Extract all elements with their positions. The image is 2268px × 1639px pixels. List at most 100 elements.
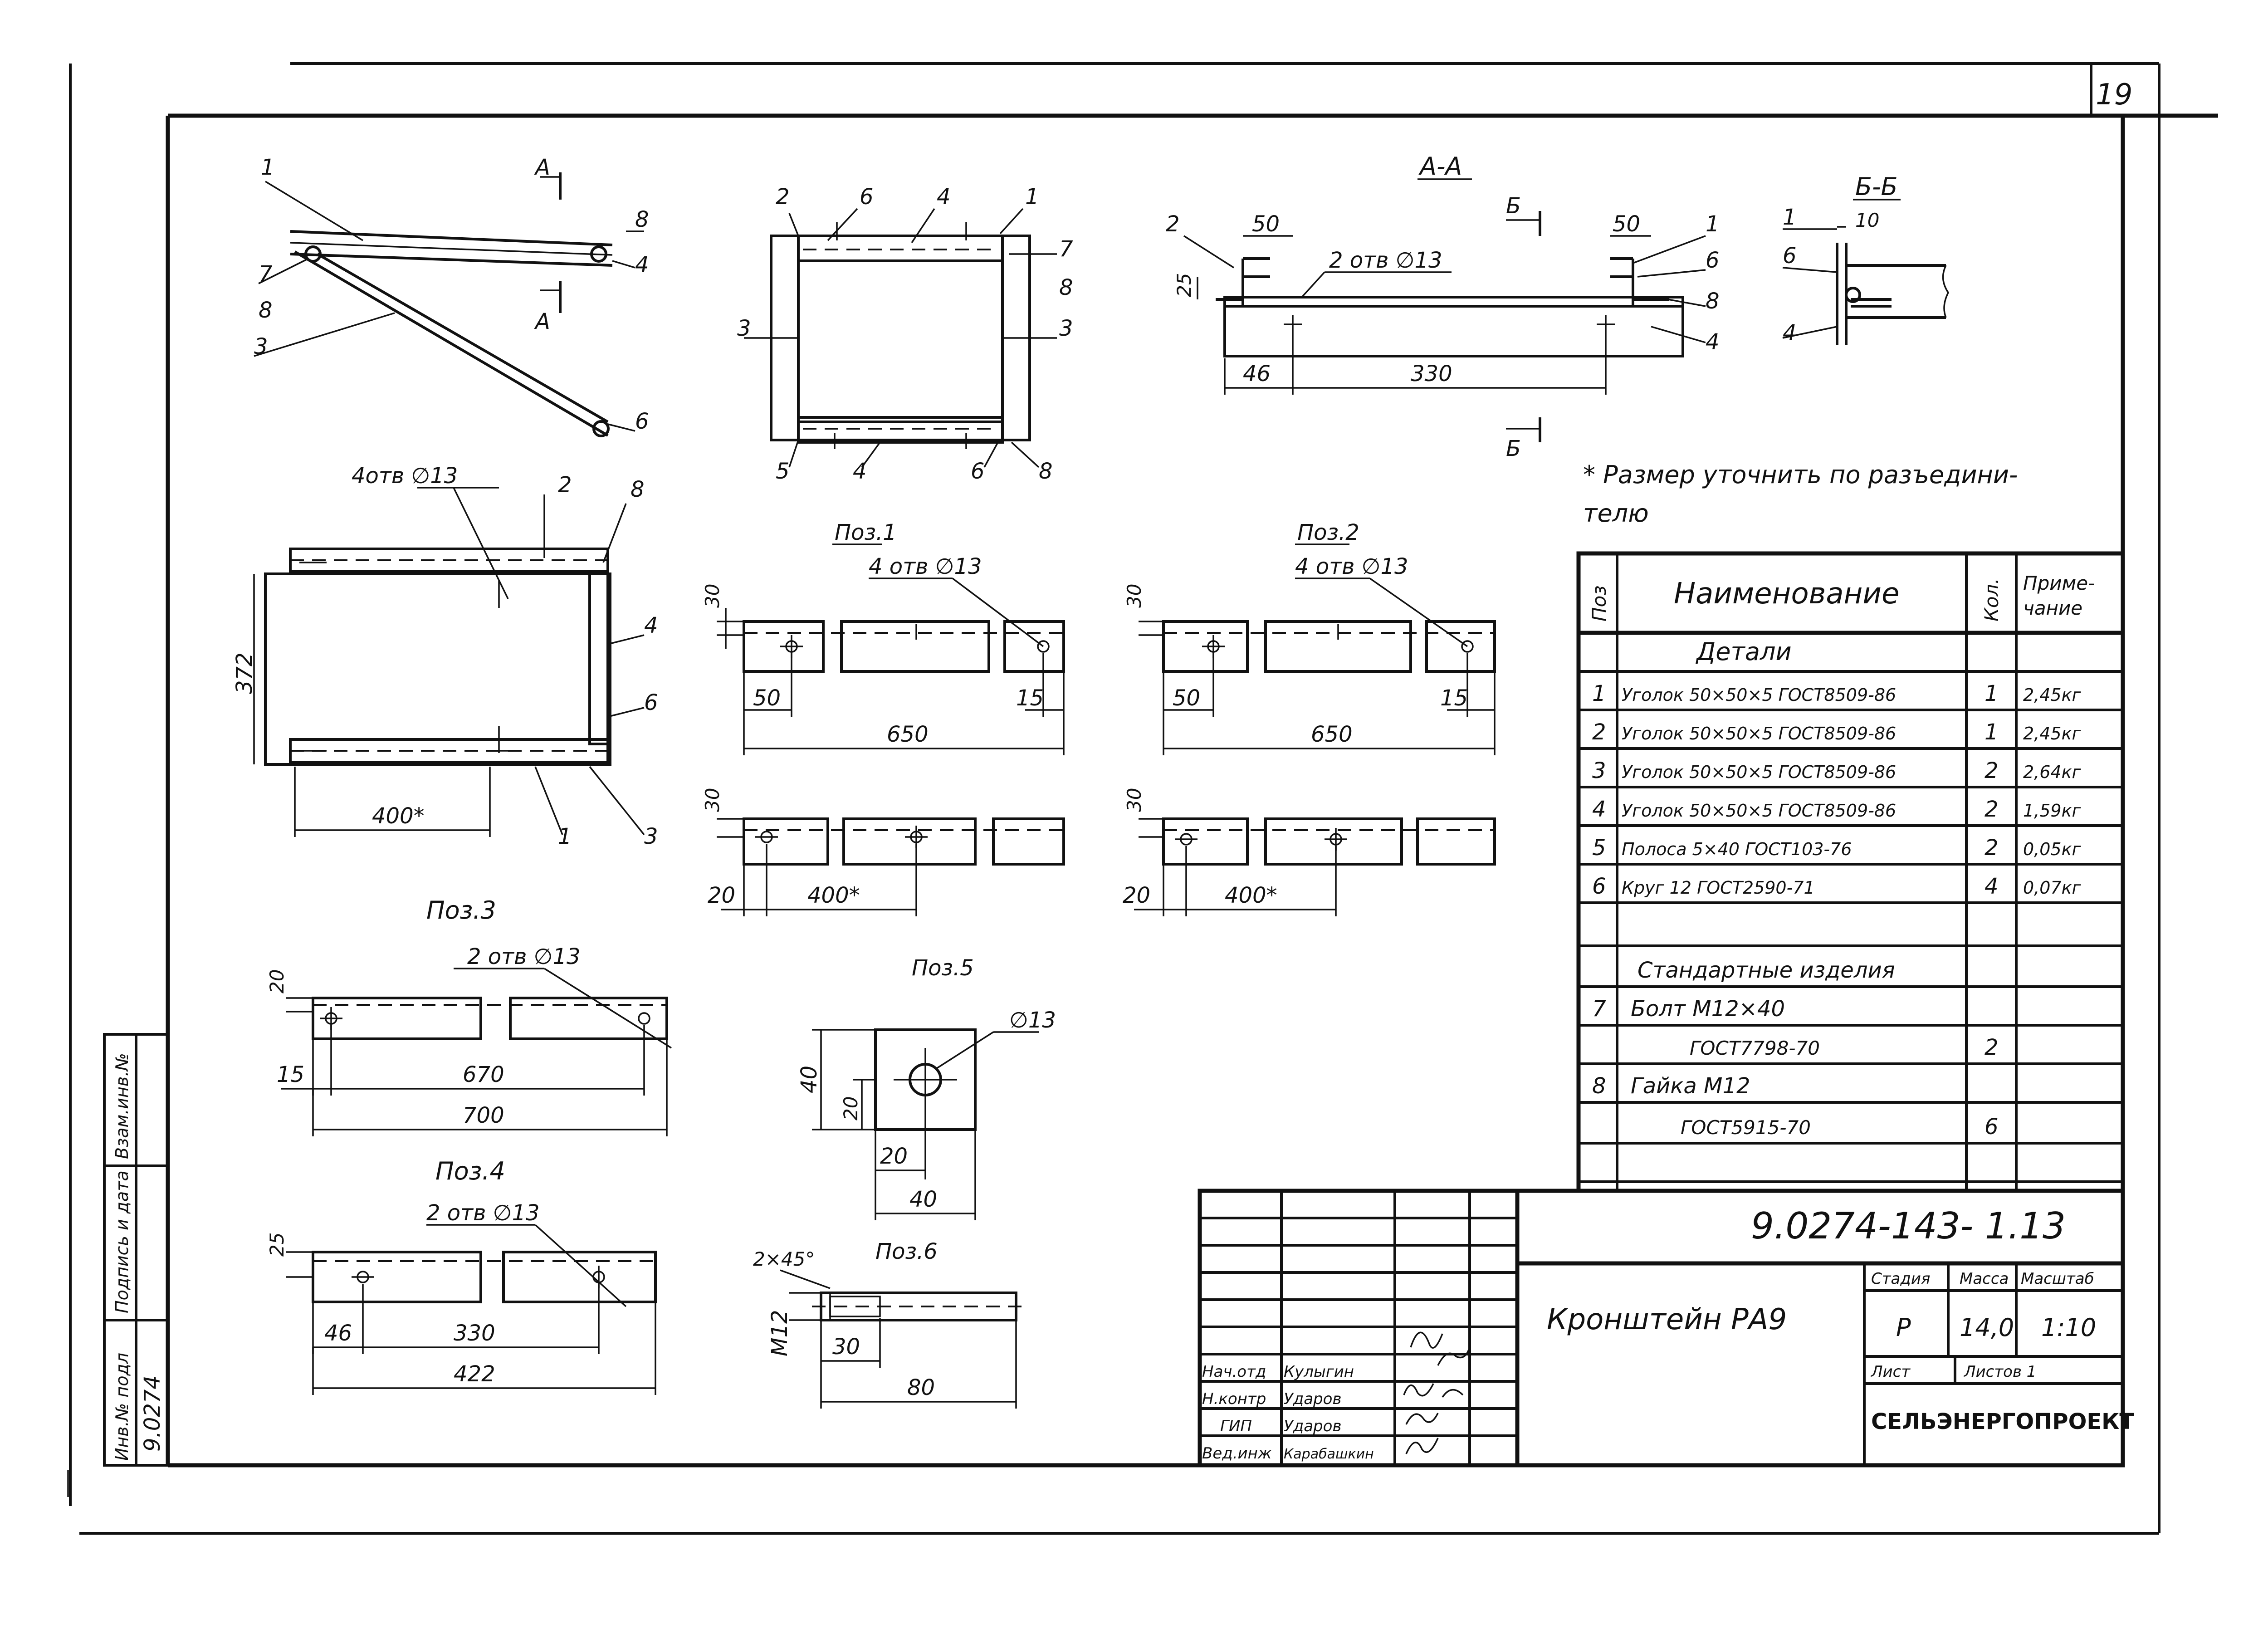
signer-4-role: Вед.инж [1202,1444,1272,1463]
callout-bb-1: 1 [1783,205,1797,230]
spec-row3-name: Уголок 50×50×5 ГОСТ8509-86 [1622,762,1896,782]
spec-row6-name: Круг 12 ГОСТ2590-71 [1622,878,1815,898]
pos5-dim-20h: 20 [880,1144,908,1169]
pos1-holes: 4 отв ∅13 [869,554,982,579]
spec-row3-qty: 2 [1984,758,1999,783]
pos5-title: Поз.5 [912,955,974,981]
spec-row6-qty: 4 [1984,874,1999,899]
pos4-holes: 2 отв ∅13 [426,1200,540,1226]
callout-aa-4: 4 [1706,329,1720,355]
mass-label: Масса [1960,1270,2009,1288]
dim-aa-50b: 50 [1613,211,1640,237]
pos4-dim-46: 46 [324,1321,352,1346]
view-section-bb: Б-Б 10 1 6 4 [1782,172,1950,346]
callout-6: 6 [635,409,649,434]
callout-plan-1: 1 [558,824,572,849]
spec-row4-name: Уголок 50×50×5 ГОСТ8509-86 [1622,801,1896,821]
spec-row1-note: 2,45кг [2023,685,2082,705]
spec-header-qty: Кол. [1980,578,2003,621]
pos2-dim-50: 50 [1173,685,1200,711]
pos2-dim-400: 400* [1225,883,1277,908]
pos4-title: Поз.4 [435,1157,505,1185]
signer-1-name: Кулыгин [1284,1363,1354,1381]
stage-value: Р [1896,1313,1911,1342]
spec-section-parts: Детали [1696,637,1792,666]
spec-row4-qty: 2 [1984,797,1999,822]
pos2-dim-30b: 30 [1123,788,1145,812]
scale-label: Масштаб [2021,1270,2094,1288]
spec-section-std: Стандартные изделия [1637,958,1895,983]
callout-plan-6: 6 [644,690,658,715]
pos6-chamfer: 2×45° [753,1248,815,1270]
spec-table: Поз Наименование Кол. Приме- чание Детал… [1576,551,2125,1193]
spec-row1-qty: 1 [1984,681,1999,706]
pos2-dim-20: 20 [1123,883,1150,908]
pos2-holes: 4 отв ∅13 [1295,554,1408,579]
spec-row5-name: Полоса 5×40 ГОСТ103-76 [1622,839,1852,859]
signer-2-role: Н.контр [1202,1390,1266,1408]
detail-pos4: Поз.4 25 2 отв ∅13 46 330 422 [266,1157,657,1395]
callout-plan-4: 4 [644,613,658,638]
spec-std3-pos: 8 [1592,1073,1606,1099]
spec-std4-qty: 6 [1984,1114,1999,1140]
pos2-dim-15: 15 [1440,685,1468,711]
callout-front-7: 7 [1059,236,1073,262]
spec-header-note-2: чание [2023,597,2082,619]
footnote: * Размер уточнить по разъедини- телю [1583,460,2018,528]
callout-bb-6: 6 [1783,243,1797,269]
callout-front-6: 6 [860,184,874,210]
pos2-dim-650: 650 [1311,722,1353,747]
callout-front-1: 1 [1025,184,1039,210]
spec-std2-qty: 2 [1984,1035,1999,1060]
pos6-dim-30: 30 [832,1334,860,1360]
signer-3-name: Ударов [1284,1417,1341,1435]
scale-value: 1:10 [2041,1313,2096,1342]
detail-pos3: Поз.3 20 2 отв ∅13 15 670 700 [266,896,672,1136]
dim-bb-10: 10 [1855,209,1879,231]
title-block: Нач.отд Кулыгин Н.контр Ударов ГИП Ударо… [1198,1189,2134,1468]
signer-2-name: Ударов [1284,1390,1341,1408]
signer-3-role: ГИП [1220,1417,1252,1435]
footnote-line1: * Размер уточнить по разъедини- [1583,460,2018,489]
dim-plan-372: 372 [232,652,257,694]
org-name: СЕЛЬЭНЕРГОПРОЕКТ [1871,1409,2134,1434]
pos4-dim-25: 25 [266,1233,288,1257]
callout-4: 4 [635,252,649,278]
detail-pos6: Поз.6 2×45° M12 30 80 [753,1239,1025,1409]
signatures [1403,1331,1471,1454]
sheets-label: Листов 1 [1963,1363,2036,1381]
dim-plan-holes: 4отв ∅13 [352,463,458,489]
doc-code: 9.0274-143- 1.13 [1751,1205,2066,1247]
pos1-dim-650: 650 [887,722,929,747]
drawing-title: Кронштейн РА9 [1547,1303,1787,1336]
pos1-dim-15: 15 [1016,685,1044,711]
spec-row2-note: 2,45кг [2023,724,2082,744]
detail-pos2: Поз.2 30 4 отв ∅13 50 15 650 [1123,520,1496,916]
pos1-title: Поз.1 [835,520,897,545]
dim-aa-50a: 50 [1252,211,1280,237]
cut-label-b2: Б [1506,436,1521,461]
pos3-dim-15: 15 [277,1062,304,1087]
spec-row1-name: Уголок 50×50×5 ГОСТ8509-86 [1622,685,1896,705]
cut-label-a2: А [534,309,550,334]
callout-3: 3 [254,334,268,359]
pos1-dim-30: 30 [701,584,723,608]
pos5-dim-40v: 40 [797,1066,822,1093]
callout-plan-8: 8 [631,477,645,502]
spec-std4-name: ГОСТ5915-70 [1681,1116,1811,1139]
callout-aa-2: 2 [1166,211,1180,237]
spec-row3-note: 2,64кг [2023,762,2082,782]
pos2-title: Поз.2 [1297,520,1359,545]
view-section-aa: А-А Б Б 50 50 25 46 330 [1166,152,1720,461]
section-bb-title: Б-Б [1855,172,1898,201]
callout-aa-6: 6 [1706,248,1720,273]
section-aa-title: А-А [1418,152,1462,181]
spec-row6-note: 0,07кг [2023,878,2082,898]
signer-4-name: Карабашкин [1284,1446,1374,1462]
pos6-dim-80: 80 [907,1375,935,1400]
pos3-dim-20: 20 [266,969,288,993]
dim-plan-400: 400* [372,803,425,829]
pos5-dia: ∅13 [1009,1008,1056,1033]
sheet-label: Лист [1870,1363,1911,1381]
